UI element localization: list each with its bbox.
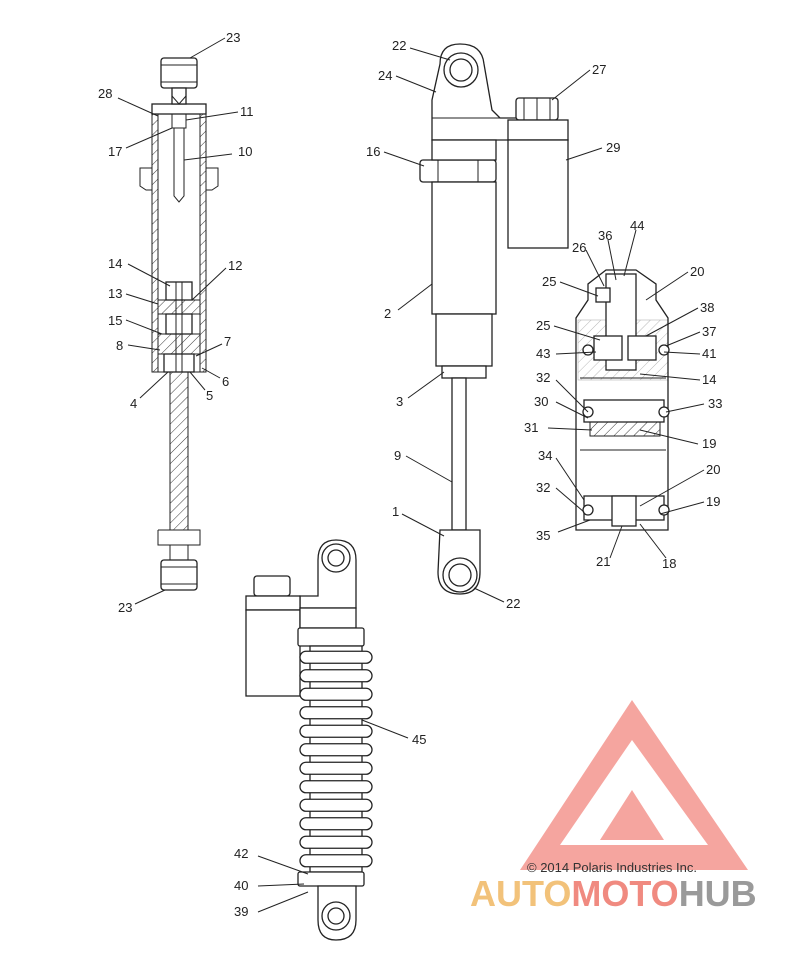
callout-43: 43 <box>536 346 550 361</box>
callout-28: 28 <box>98 86 112 101</box>
callout-21: 21 <box>596 554 610 569</box>
callout-19: 19 <box>702 436 716 451</box>
callout-6: 6 <box>222 374 229 389</box>
callout-22: 22 <box>392 38 406 53</box>
spring-coil <box>299 650 373 664</box>
callout-5: 5 <box>206 388 213 403</box>
brand-part-moto: MOTO <box>571 873 678 914</box>
callout-1: 1 <box>392 504 399 519</box>
callout-3: 3 <box>396 394 403 409</box>
callout-23: 23 <box>226 30 240 45</box>
callout-13: 13 <box>108 286 122 301</box>
brand-part-auto: AUTO <box>470 873 571 914</box>
callout-8: 8 <box>116 338 123 353</box>
callout-37: 37 <box>702 324 716 339</box>
callout-25: 25 <box>542 274 556 289</box>
callout-12: 12 <box>228 258 242 273</box>
callout-17: 17 <box>108 144 122 159</box>
callout-20: 20 <box>690 264 704 279</box>
callout-10: 10 <box>238 144 252 159</box>
coilover-shock <box>245 539 365 941</box>
callout-22-bottom: 22 <box>506 596 520 611</box>
callout-7: 7 <box>224 334 231 349</box>
spring-coil <box>299 817 373 831</box>
callout-20-second: 20 <box>706 462 720 477</box>
reservoir-section <box>575 269 670 531</box>
callout-31: 31 <box>524 420 538 435</box>
callout-25-second: 25 <box>536 318 550 333</box>
callout-27: 27 <box>592 62 606 77</box>
callout-29: 29 <box>606 140 620 155</box>
spring-coil <box>299 724 373 738</box>
spring-coil <box>299 761 373 775</box>
callout-26: 26 <box>572 240 586 255</box>
spring-coil <box>299 854 373 868</box>
spring-coil <box>299 669 373 683</box>
automotohub-logo <box>520 700 748 870</box>
callout-32: 32 <box>536 370 550 385</box>
callout-41: 41 <box>702 346 716 361</box>
callout-39: 39 <box>234 904 248 919</box>
callout-19-second: 19 <box>706 494 720 509</box>
middle-external-shock <box>419 43 569 595</box>
callout-14: 14 <box>108 256 122 271</box>
callout-30: 30 <box>534 394 548 409</box>
callout-33: 33 <box>708 396 722 411</box>
callout-16: 16 <box>366 144 380 159</box>
callout-40: 40 <box>234 878 248 893</box>
callout-42: 42 <box>234 846 248 861</box>
callout-38: 38 <box>700 300 714 315</box>
spring-coil <box>299 687 373 701</box>
callout-18: 18 <box>662 556 676 571</box>
copyright-text: © 2014 Polaris Industries Inc. <box>527 860 697 875</box>
spring-coil <box>299 743 373 757</box>
callout-14-right: 14 <box>702 372 716 387</box>
spring-coils <box>299 650 373 868</box>
callout-15: 15 <box>108 313 122 328</box>
callout-4: 4 <box>130 396 137 411</box>
callout-36: 36 <box>598 228 612 243</box>
leader-lines <box>117 37 705 913</box>
callout-9: 9 <box>394 448 401 463</box>
callout-11: 11 <box>240 104 254 119</box>
spring-coil <box>299 780 373 794</box>
left-section-shock <box>139 57 219 591</box>
brand-part-hub: HUB <box>679 873 757 914</box>
spring-coil <box>299 706 373 720</box>
callout-34: 34 <box>538 448 552 463</box>
callout-2: 2 <box>384 306 391 321</box>
callout-24: 24 <box>378 68 392 83</box>
callout-44: 44 <box>630 218 644 233</box>
callout-35: 35 <box>536 528 550 543</box>
callout-labels: 23 28 11 17 10 14 12 13 15 8 7 6 4 5 23 … <box>98 30 722 919</box>
callout-23-bottom: 23 <box>118 600 132 615</box>
spring-coil <box>299 798 373 812</box>
brand-wordmark: AUTOMOTOHUB <box>470 873 757 914</box>
callout-45: 45 <box>412 732 426 747</box>
spring-coil <box>299 835 373 849</box>
callout-32-second: 32 <box>536 480 550 495</box>
